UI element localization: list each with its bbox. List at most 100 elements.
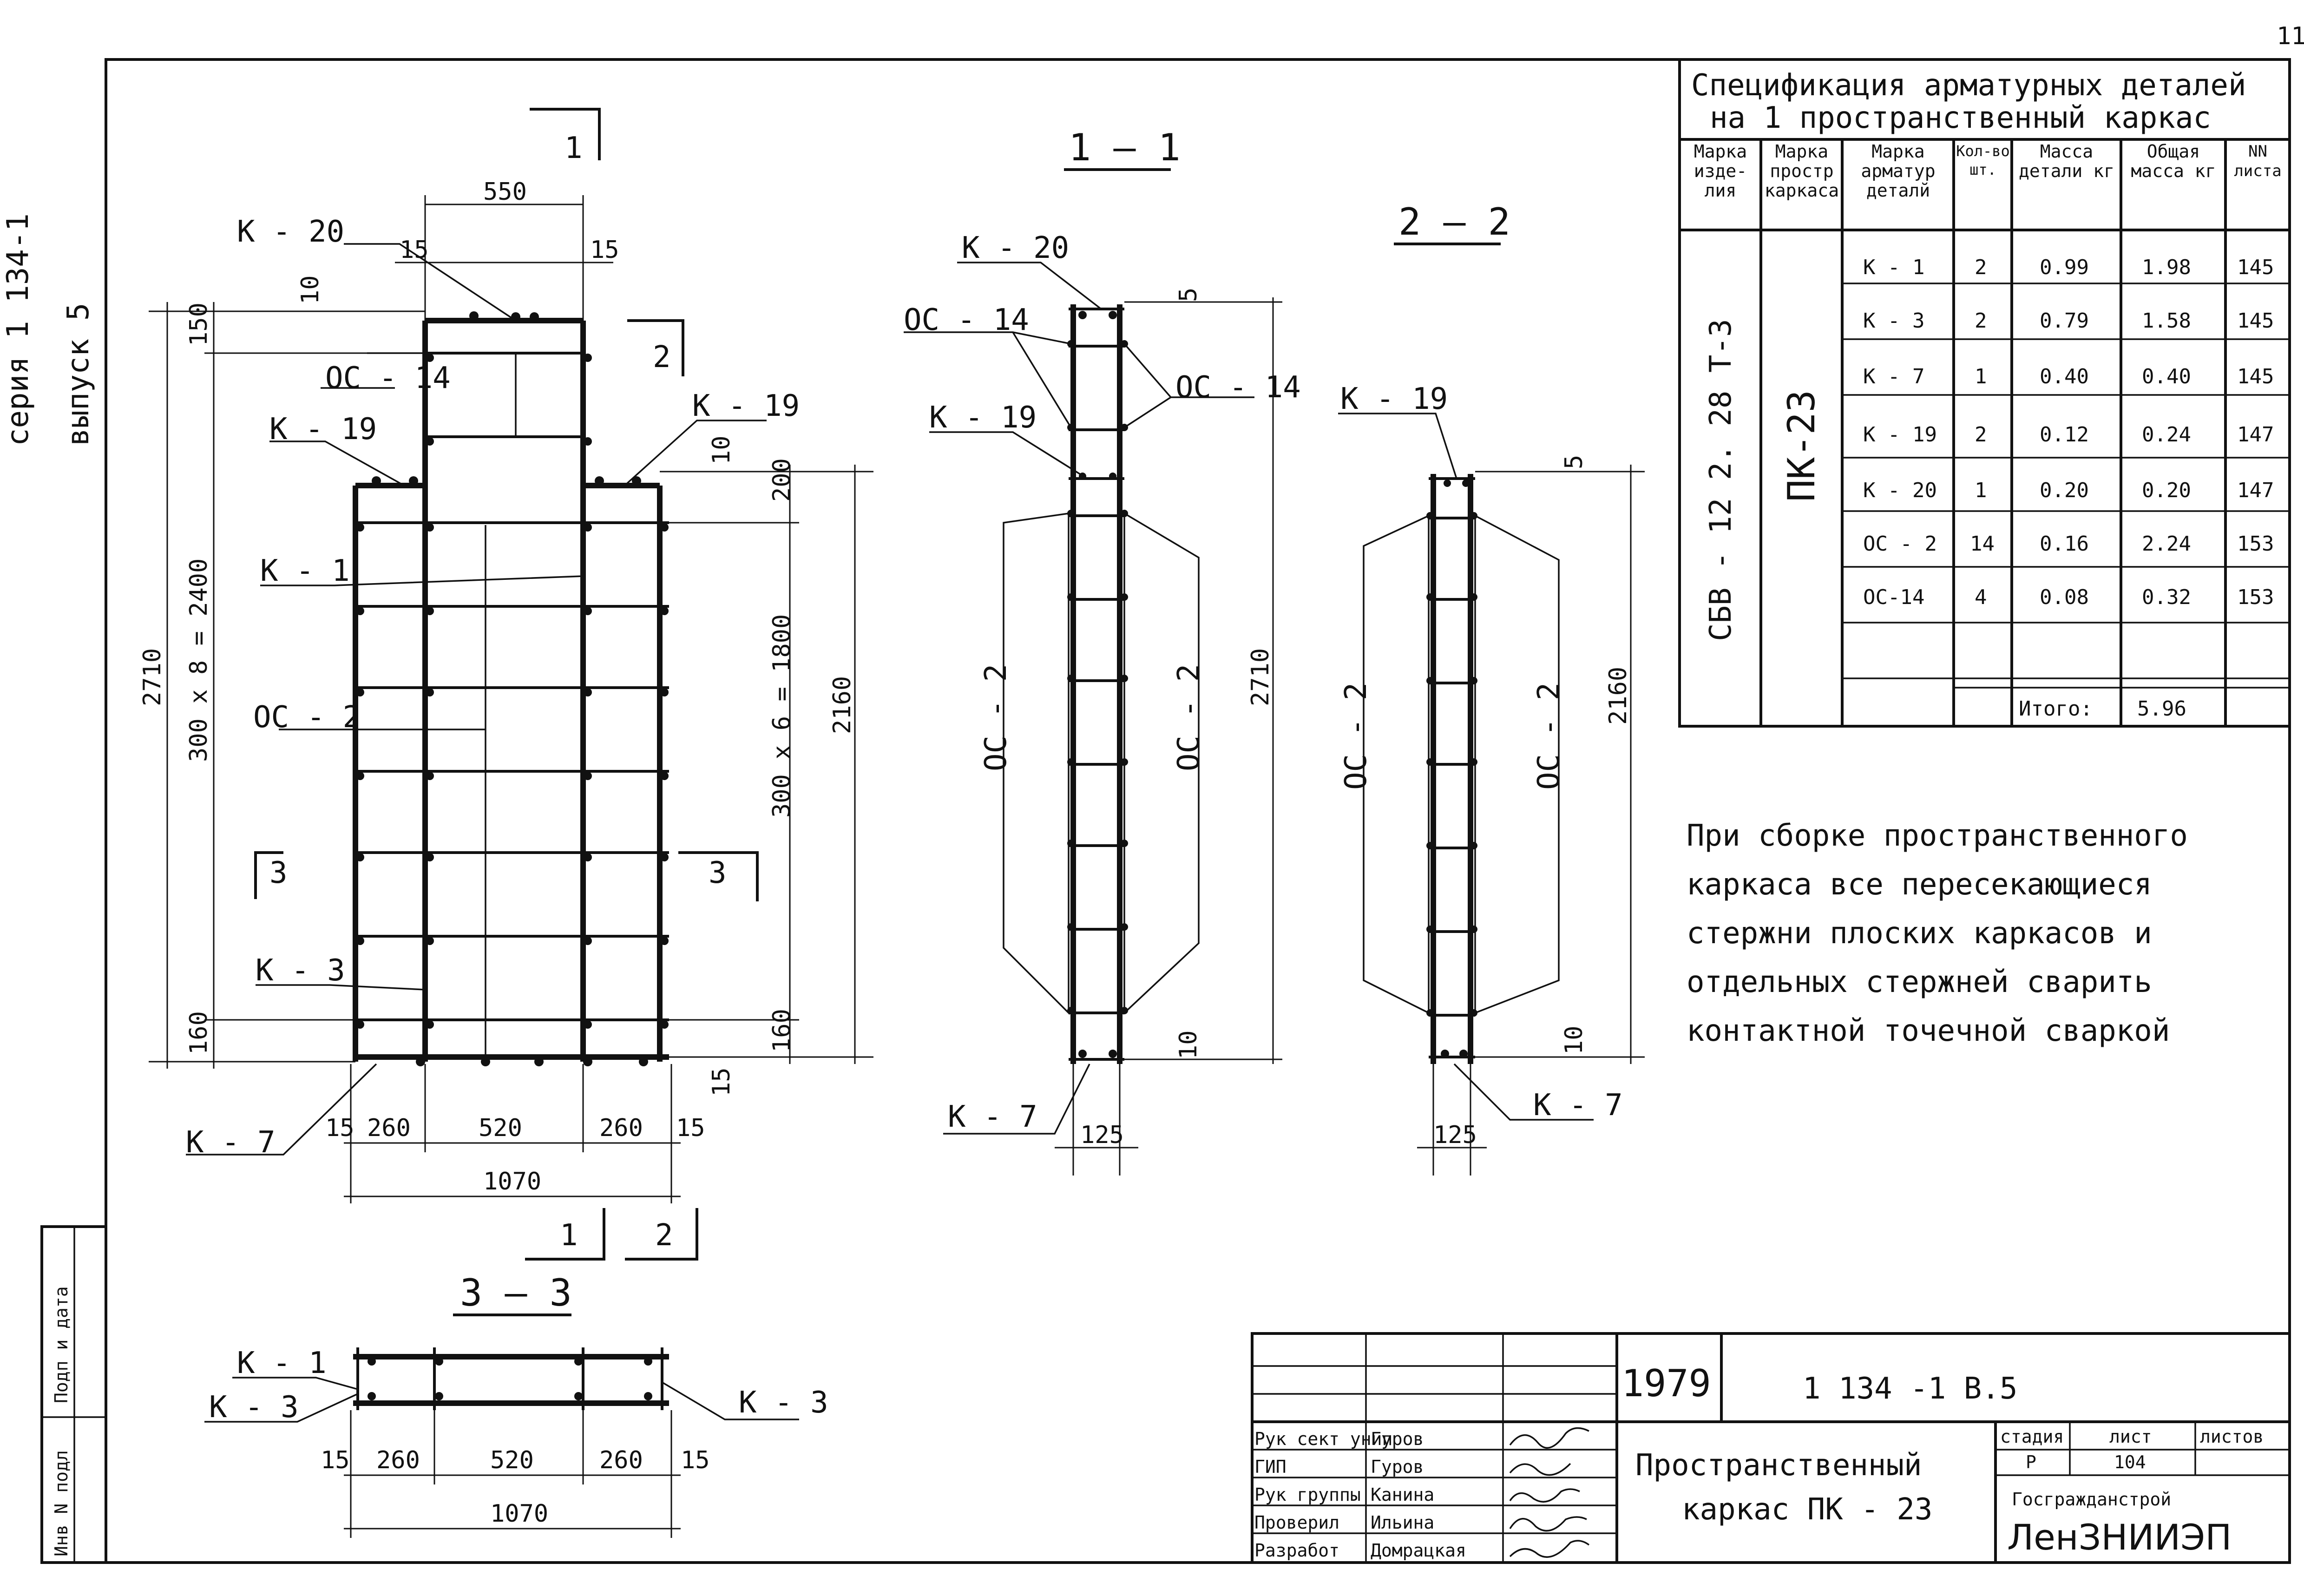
svg-text:К - 20: К - 20 [1863, 479, 1937, 502]
stamp-inventory: Инв N подл [51, 1450, 72, 1557]
s11-label-oc14-right: ОС - 14 [1175, 370, 1301, 405]
svg-text:2.24: 2.24 [2142, 532, 2191, 556]
svg-text:1: 1 [1975, 365, 1987, 388]
svg-text:0.99: 0.99 [2040, 256, 2089, 279]
svg-text:4: 4 [1975, 585, 1987, 609]
dim-520-a: 520 [479, 1114, 522, 1142]
dim-300x8: 300 x 8 = 2400 [185, 558, 213, 762]
svg-text:0.20: 0.20 [2040, 479, 2089, 502]
s22-label-k19: К - 19 [1340, 382, 1448, 416]
s11-dim-2710: 2710 [1247, 648, 1274, 706]
signatures [1509, 1427, 1590, 1558]
tb-year: 1979 [1621, 1362, 1711, 1405]
tb-name-line1: Пространственный [1635, 1448, 1922, 1483]
dim-550: 550 [483, 178, 527, 206]
s11-label-k7: К - 7 [948, 1100, 1037, 1134]
tb-role: Рук группы [1254, 1484, 1361, 1505]
s33-label-k1: К - 1 [237, 1346, 327, 1380]
dim-15-a: 15 [325, 1114, 354, 1142]
tb-code: 1 134 -1 В.5 [1803, 1372, 2017, 1406]
tb-role: Проверил [1254, 1512, 1339, 1533]
spec-header-part: Марка арматур деталй [1861, 142, 1936, 201]
cut-3-left: 3 [269, 856, 288, 890]
tb-org-institute: ЛенЗНИИЭП [2007, 1517, 2232, 1558]
tb-name: Гуров [1371, 1457, 1424, 1477]
note-line: контактной точечной сваркой [1687, 1014, 2170, 1048]
s33-dim-15-a: 15 [321, 1446, 350, 1474]
dim-2710-front: 2710 [138, 648, 166, 706]
label-k3: К - 3 [256, 953, 345, 988]
spec-header-sheet: NN листа [2234, 142, 2282, 180]
stamp-sign-date: Подп и дата [51, 1286, 72, 1403]
svg-text:К - 19: К - 19 [1863, 423, 1937, 447]
spec-total-label: Итого: [2019, 697, 2093, 721]
svg-text:145: 145 [2237, 256, 2274, 279]
page-number: 112 [2277, 22, 2304, 50]
dim-300x6: 300 x 6 = 1800 [768, 614, 796, 818]
spec-row: К - 1 2 0.99 1.98 145 [1863, 256, 2274, 279]
tb-name: Канина [1371, 1484, 1434, 1505]
svg-text:1.98: 1.98 [2142, 256, 2191, 279]
note-line: При сборке пространственного [1687, 819, 2188, 853]
svg-text:147: 147 [2237, 423, 2274, 447]
svg-text:145: 145 [2237, 309, 2274, 333]
svg-text:1.58: 1.58 [2142, 309, 2191, 333]
note-line: каркаса все пересекающиеся [1687, 867, 2152, 902]
s22-label-oc2-right: ОС - 2 [1532, 683, 1566, 790]
issue-text: выпуск 5 [61, 303, 96, 446]
spec-header-frame: Марка простр каркаса [1764, 142, 1839, 201]
tb-stage: Р [2026, 1452, 2036, 1472]
tb-name: Ильина [1371, 1512, 1434, 1533]
s11-label-oc2-right: ОС - 2 [1172, 664, 1206, 771]
s11-dim-10: 10 [1175, 1030, 1202, 1059]
spec-row: К - 3 2 0.79 1.58 145 [1863, 309, 2274, 333]
svg-text:ОС - 2: ОС - 2 [1863, 532, 1937, 556]
tb-role: Разработ [1254, 1540, 1339, 1561]
s22-label-k7: К - 7 [1533, 1088, 1623, 1123]
s11-label-k20: К - 20 [962, 231, 1069, 265]
spec-row: ОС - 2 14 0.16 2.24 153 [1863, 532, 2274, 556]
svg-text:0.12: 0.12 [2040, 423, 2089, 447]
s11-label-k19: К - 19 [929, 401, 1037, 435]
spec-frame-mark: ПК-23 [1780, 390, 1823, 502]
dim-15-right-top: 15 [590, 236, 619, 264]
svg-text:ОС-14: ОС-14 [1863, 585, 1924, 609]
dim-260-a: 260 [367, 1114, 411, 1142]
label-k19-right: К - 19 [692, 389, 800, 423]
tb-name: Домрацкая [1371, 1540, 1466, 1561]
section-3-3: 3 — 3 1 2 К - 1 К - 3 К - 3 15 260 520 2… [204, 1208, 828, 1538]
spec-row: ОС-14 4 0.08 0.32 153 [1863, 585, 2274, 609]
svg-text:К - 3: К - 3 [1863, 309, 1924, 333]
dim-15-b: 15 [676, 1114, 705, 1142]
tb-role: Рук сект унип [1254, 1429, 1392, 1449]
dim-200: 200 [768, 458, 796, 502]
s22-label-oc2-left: ОС - 2 [1339, 683, 1373, 790]
s11-label-oc2-left: ОС - 2 [979, 664, 1013, 771]
spec-row: К - 20 1 0.20 0.20 147 [1863, 479, 2274, 502]
tb-sheet: 104 [2114, 1452, 2146, 1472]
note-line: стержни плоских каркасов и [1687, 916, 2152, 951]
s33-label-k3-right: К - 3 [739, 1386, 828, 1420]
s33-label-k3-left: К - 3 [209, 1390, 299, 1425]
section-3-3-title: 3 — 3 [460, 1271, 572, 1314]
s33-dim-15-b: 15 [681, 1446, 710, 1474]
dim-1070-a: 1070 [483, 1168, 541, 1195]
cut-1-top: 1 [565, 131, 583, 165]
s22-dim-2160: 2160 [1604, 667, 1632, 725]
label-k19: К - 19 [269, 412, 377, 447]
svg-text:2: 2 [1975, 309, 1987, 333]
s22-dim-5: 5 [1560, 455, 1588, 469]
spec-row: К - 19 2 0.12 0.24 147 [1863, 423, 2274, 447]
tb-sheets-header: листов [2200, 1426, 2264, 1447]
tb-org-ministry: Госгражданстрой [2012, 1489, 2171, 1510]
s33-dim-260-a: 260 [376, 1446, 420, 1474]
label-oc14: ОС - 14 [325, 361, 451, 395]
s33-dim-520: 520 [490, 1446, 534, 1474]
spec-title-line1: Спецификация арматурных деталей [1691, 68, 2246, 103]
section-2-2: 2 — 2 К - 19 ОС - 2 ОС - 2 К [1338, 200, 1645, 1176]
spec-title-line2: на 1 пространственный каркас [1710, 101, 2211, 135]
label-oc2: ОС - 2 [253, 700, 361, 735]
svg-text:0.79: 0.79 [2040, 309, 2089, 333]
dim-160-right: 160 [768, 1009, 796, 1052]
